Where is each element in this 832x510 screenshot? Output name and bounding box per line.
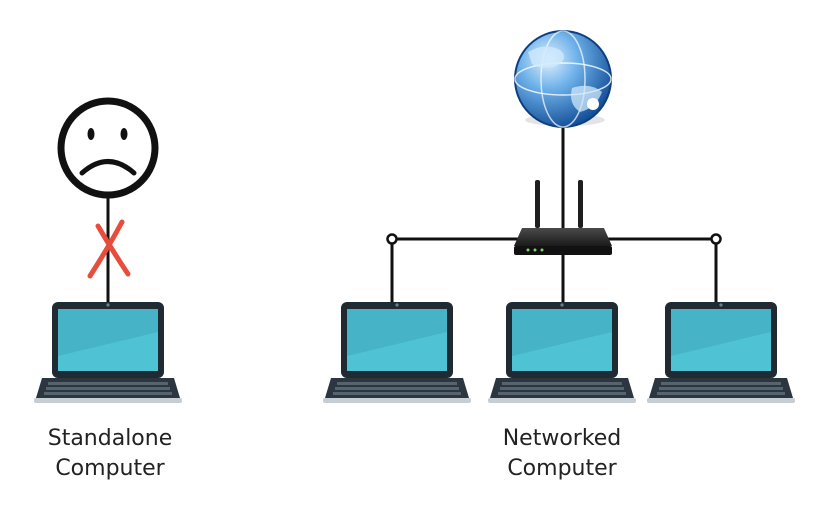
networked-caption: Networked Computer [502,426,622,481]
laptop-icon-center [488,302,636,403]
standalone-group [34,97,182,403]
standalone-caption: Standalone Computer [47,426,173,481]
laptop-icon-left [323,302,471,403]
laptop-icon-right [647,302,795,403]
globe-icon [514,30,612,128]
networked-group [323,30,795,403]
bus-node-right [710,233,722,245]
router-icon [514,180,612,255]
bus-node-left [386,233,398,245]
red-x-icon [87,219,131,279]
sad-face-icon [57,97,159,199]
laptop-icon-standalone [34,302,182,403]
